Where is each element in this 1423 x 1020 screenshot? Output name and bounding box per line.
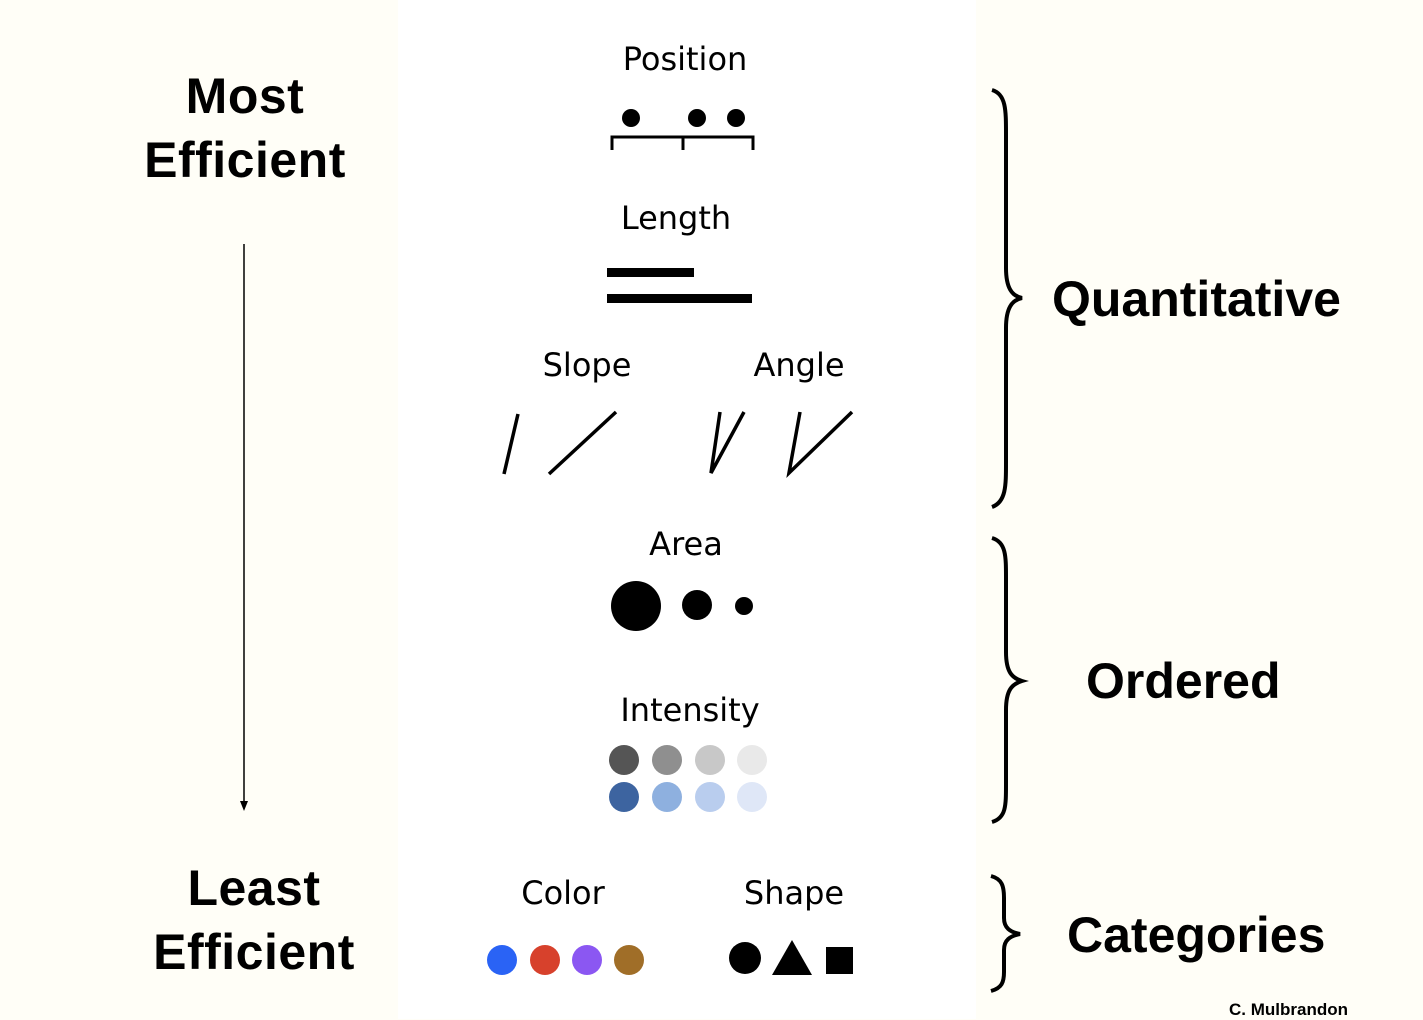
credit-text: C. Mulbrandon: [1229, 1000, 1348, 1019]
area-icon: [611, 581, 753, 631]
shape-circle: [729, 942, 761, 974]
slope-label: Slope: [542, 346, 632, 384]
least-label-line1: Least: [187, 860, 321, 916]
shape-label: Shape: [743, 874, 845, 912]
category-color-swatch: [530, 945, 560, 975]
intensity-blue-swatch: [652, 782, 682, 812]
shape-icon: [729, 940, 853, 975]
efficiency-arrow: [240, 244, 248, 811]
ordered-brace: [991, 536, 1029, 824]
intensity-icon: [609, 745, 767, 812]
intensity-gray-swatch: [737, 745, 767, 775]
position-label: Position: [622, 40, 748, 78]
category-color-swatch: [614, 945, 644, 975]
intensity-gray-swatch: [652, 745, 682, 775]
color-label: Color: [521, 874, 605, 912]
intensity-gray-swatch: [695, 745, 725, 775]
most-efficient-label: Most Efficient: [95, 64, 395, 192]
categories-label: Categories: [1067, 907, 1326, 963]
color-icon: [487, 945, 644, 975]
encodings-panel: [398, 0, 976, 1019]
slope-icon: [502, 410, 618, 476]
intensity-blue-swatch: [737, 782, 767, 812]
intensity-blue-swatch: [609, 782, 639, 812]
angle-label: Angle: [753, 346, 845, 384]
angle-icon: [709, 410, 854, 479]
shape-square: [826, 947, 853, 974]
intensity-gray-swatch: [609, 745, 639, 775]
intensity-blue-swatch: [695, 782, 725, 812]
position-icon: [610, 109, 755, 150]
quantitative-brace: [991, 88, 1023, 509]
least-efficient-label: Least Efficient: [104, 856, 404, 984]
length-label: Length: [620, 199, 732, 237]
ordered-label: Ordered: [1086, 653, 1281, 709]
category-color-swatch: [487, 945, 517, 975]
intensity-label: Intensity: [620, 691, 760, 729]
shape-triangle: [772, 940, 812, 975]
category-color-swatch: [572, 945, 602, 975]
quantitative-label: Quantitative: [1052, 271, 1341, 327]
categories-brace: [990, 874, 1021, 993]
least-label-line2: Efficient: [153, 924, 355, 980]
length-icon: [607, 268, 752, 303]
most-label-line1: Most: [185, 68, 305, 124]
area-label: Area: [649, 525, 723, 563]
most-label-line2: Efficient: [144, 132, 346, 188]
